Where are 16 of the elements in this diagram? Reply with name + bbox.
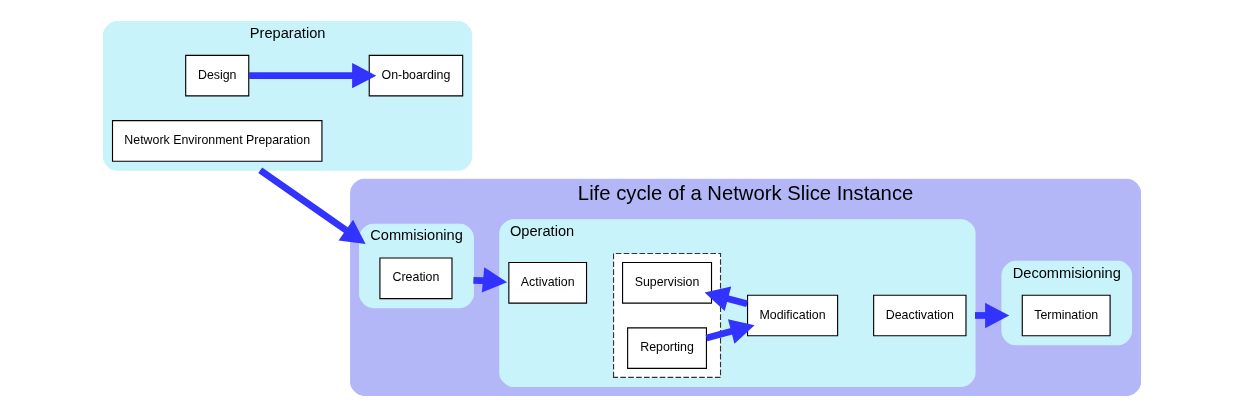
node-box: Modification: [747, 294, 839, 337]
node-box: Design: [185, 54, 250, 97]
arrow: [704, 286, 748, 311]
arrow: [258, 167, 366, 244]
arrow: [705, 319, 755, 344]
arrow: [473, 267, 508, 293]
node-box: Termination: [1021, 294, 1111, 337]
node-box: Reporting: [627, 327, 707, 369]
node-box: On-boarding: [368, 54, 464, 97]
node-box: Deactivation: [873, 294, 967, 337]
node-box: Creation: [379, 257, 453, 300]
node-box: Activation: [508, 261, 588, 304]
cluster: [613, 252, 722, 378]
node-box: Supervision: [622, 261, 713, 304]
arrow: [249, 62, 377, 89]
node-box: Network Environment Preparation: [111, 120, 323, 162]
